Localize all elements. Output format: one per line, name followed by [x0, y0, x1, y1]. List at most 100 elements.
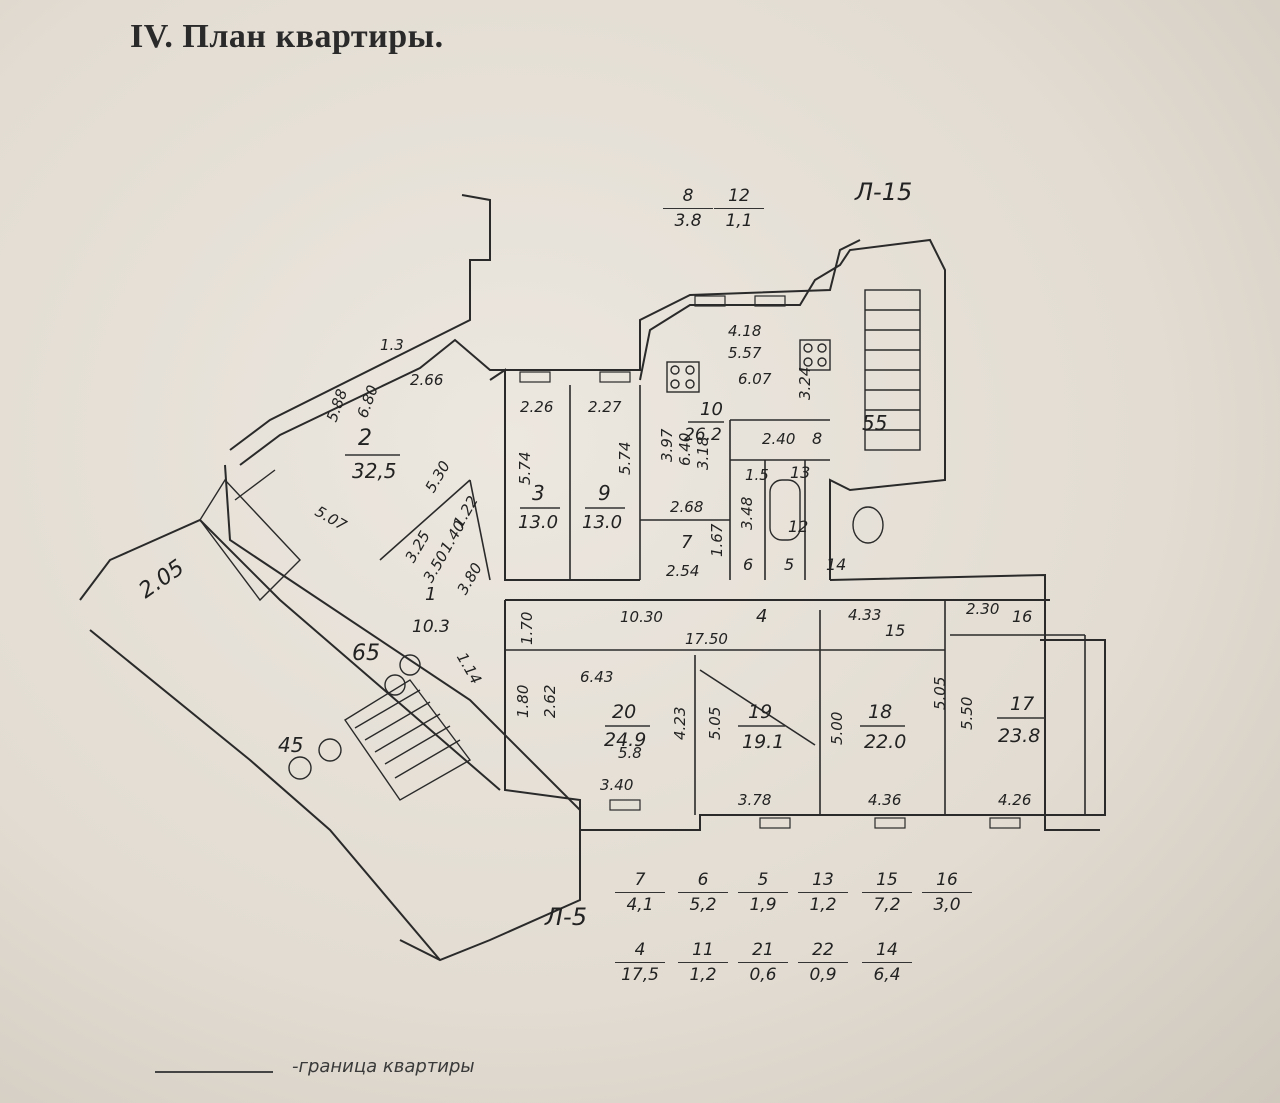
svg-text:2.68: 2.68 [670, 498, 703, 516]
svg-text:15: 15 [885, 621, 905, 640]
staircase-upper [864, 289, 921, 451]
svg-text:2.27: 2.27 [588, 398, 622, 416]
svg-text:1.14: 1.14 [453, 649, 485, 687]
room-18-number: 18 [868, 701, 892, 723]
svg-text:3.24: 3.24 [796, 367, 814, 400]
room-9-area: 13.0 [582, 512, 622, 533]
stove-icon [666, 339, 831, 393]
svg-text:5.05: 5.05 [931, 677, 949, 710]
room-1-number: 1 [425, 584, 436, 605]
svg-text:6: 6 [743, 555, 753, 574]
svg-text:65: 65 [352, 641, 380, 666]
svg-text:1.3: 1.3 [380, 336, 404, 354]
small-space-labels: 8 12 13 6 5 14 15 16 55 65 45 [278, 411, 1032, 757]
room-labels: 2 32,5 3 13.0 9 13.0 10 26.2 7 1 10.3 4 … [345, 399, 1045, 753]
room-1-area: 10.3 [412, 617, 450, 637]
room-19-number: 19 [748, 701, 772, 723]
svg-text:3.80: 3.80 [454, 560, 486, 598]
svg-text:3.48: 3.48 [738, 497, 756, 530]
room-3-number: 3 [532, 481, 545, 505]
room-2-number: 2 [358, 426, 372, 451]
svg-text:5.8: 5.8 [618, 744, 642, 762]
svg-text:5.30: 5.30 [422, 458, 454, 496]
svg-text:2.40: 2.40 [762, 430, 795, 448]
room-10-area: 26.2 [684, 425, 722, 445]
stair-label-l5: Л-5 [544, 903, 587, 931]
svg-text:5.50: 5.50 [958, 697, 976, 730]
svg-text:13: 13 [790, 463, 810, 482]
svg-text:2.66: 2.66 [410, 371, 443, 389]
svg-text:5.00: 5.00 [828, 712, 846, 745]
stair-labels: Л-15 Л-5 [544, 178, 912, 931]
svg-text:12: 12 [788, 517, 808, 536]
svg-text:4.26: 4.26 [998, 791, 1031, 809]
svg-text:45: 45 [278, 733, 303, 757]
svg-text:2.30: 2.30 [966, 600, 999, 618]
circle-fixtures [288, 654, 421, 780]
svg-text:5: 5 [784, 555, 794, 574]
svg-text:5.74: 5.74 [516, 452, 534, 485]
legend-line [155, 1071, 273, 1073]
svg-text:5.74: 5.74 [616, 442, 634, 475]
staircase-lower [199, 469, 472, 801]
svg-text:2.62: 2.62 [541, 685, 559, 718]
svg-text:4.18: 4.18 [728, 322, 761, 340]
svg-text:6.07: 6.07 [738, 370, 772, 388]
stair-label-l15: Л-15 [854, 178, 912, 206]
svg-text:10.30: 10.30 [620, 608, 663, 626]
svg-text:5.05: 5.05 [706, 707, 724, 740]
svg-text:6.43: 6.43 [580, 668, 613, 686]
svg-text:5.57: 5.57 [728, 344, 762, 362]
room-20-area: 24.9 [604, 729, 646, 751]
svg-text:1.70: 1.70 [518, 612, 536, 645]
outer-walls [79, 194, 1106, 962]
svg-text:14: 14 [826, 555, 846, 574]
svg-text:2.05: 2.05 [135, 555, 189, 604]
svg-text:5.07: 5.07 [312, 502, 350, 535]
room-18-area: 22.0 [864, 731, 906, 753]
room-3-area: 13.0 [518, 512, 558, 533]
room-10-number: 10 [700, 399, 723, 420]
legend-text: -граница квартиры [292, 1056, 475, 1077]
svg-text:2.54: 2.54 [666, 562, 699, 580]
svg-text:17.50: 17.50 [685, 630, 728, 648]
svg-text:3.40: 3.40 [600, 776, 633, 794]
room-17-number: 17 [1010, 693, 1034, 715]
room-19-area: 19.1 [742, 731, 784, 753]
document-title: IV. План квартиры. [130, 18, 444, 55]
svg-text:6.80: 6.80 [354, 383, 382, 421]
bathtub-icon [769, 479, 884, 544]
svg-text:4.23: 4.23 [671, 707, 689, 740]
svg-text:1.80: 1.80 [514, 685, 532, 718]
partitions [379, 385, 1086, 815]
svg-text:4.36: 4.36 [868, 791, 901, 809]
room-7-number: 7 [681, 532, 693, 553]
svg-text:16: 16 [1012, 607, 1032, 626]
svg-text:55: 55 [862, 411, 887, 435]
room-20-number: 20 [612, 701, 636, 723]
room-2-area: 32,5 [352, 459, 397, 483]
svg-text:2.26: 2.26 [520, 398, 553, 416]
room-4-number: 4 [756, 606, 767, 627]
room-9-number: 9 [598, 481, 611, 505]
svg-text:3.18: 3.18 [694, 437, 712, 470]
svg-text:8: 8 [812, 429, 822, 448]
window-marks [519, 295, 1021, 829]
svg-text:3.78: 3.78 [738, 791, 771, 809]
svg-text:3.97: 3.97 [658, 428, 676, 462]
room-17-area: 23.8 [998, 725, 1040, 747]
